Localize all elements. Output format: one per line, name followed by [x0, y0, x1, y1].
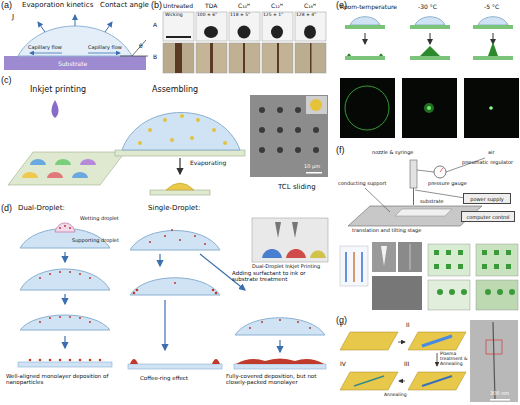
- figure-label: III: [404, 361, 409, 368]
- figure-label: conducting support: [338, 181, 387, 187]
- figure-label: pressure gauge: [428, 181, 467, 187]
- figure-label: -5 °C: [484, 4, 499, 11]
- figure-label: nozzle & syringe: [372, 150, 413, 156]
- panel-letter: (f): [336, 145, 345, 155]
- figure-label: I: [340, 322, 342, 329]
- figure-label: J: [12, 14, 14, 22]
- figure-label: Capillary flow: [88, 45, 122, 51]
- panel-letter: (a): [1, 0, 12, 10]
- figure-label: TDA: [205, 3, 217, 10]
- figure-label: Room-temperature: [340, 4, 397, 11]
- figure-label: -30 °C: [418, 4, 437, 11]
- figure-label: substrate: [420, 199, 444, 205]
- figure-label: Evaporation kinetics: [22, 2, 93, 10]
- device-box: power supply: [463, 193, 511, 204]
- figure-label: translation and tilting stage: [352, 228, 421, 234]
- figure-label: Substrate: [58, 61, 87, 68]
- figure-label: C₁₂ᴴ: [271, 3, 283, 10]
- figure-label: 10 μm: [304, 164, 320, 170]
- figure-label: Assembling: [152, 86, 198, 95]
- figure-label: Annealing: [384, 393, 407, 398]
- figure-label: II: [406, 322, 410, 329]
- figure-label: 118 ± 5°: [230, 13, 250, 18]
- figure-label: Wicking: [165, 13, 183, 18]
- figure-label: Coffee-ring effect: [140, 375, 188, 381]
- figure-label: Well-aligned monolayer deposition of nan…: [6, 373, 124, 385]
- figure-label: IV: [340, 361, 346, 368]
- figure-label: air: [488, 150, 495, 156]
- figure-label: C₁₀ᴴ: [238, 3, 250, 10]
- figure-label: Dual-Droplet Inkjet Printing: [252, 264, 320, 270]
- figure-label: Dual-Droplet:: [18, 205, 65, 213]
- figure-label: Adding surfactant to ink or substrate tr…: [232, 270, 324, 282]
- figure-label: 125 ± 1°: [263, 13, 283, 18]
- figure-label: 100 ± 6°: [197, 13, 217, 18]
- figure-panel: (b): [150, 0, 332, 75]
- panel-letter: (b): [151, 0, 162, 10]
- figure-label: B: [153, 54, 157, 61]
- figure-label: Evaporating: [190, 160, 226, 167]
- device-box: computer control: [461, 211, 515, 222]
- figure-label: Plasma treatment & Annealing: [440, 352, 470, 367]
- box-label: power supply: [470, 196, 504, 202]
- panel-letter: (c): [1, 75, 12, 85]
- panel-letter: (d): [1, 203, 12, 213]
- figure-label: pneumatic regulator: [462, 160, 513, 166]
- figure-label: Fully-covered deposition, but not closel…: [226, 373, 330, 385]
- figure-label: Single-Droplet:: [148, 205, 200, 213]
- figure-label: 128 ± 4°: [296, 13, 316, 18]
- figure-panel: (c): [0, 75, 332, 202]
- figure-label: C₁₈ᴴ: [304, 3, 316, 10]
- figure-label: Capillary flow: [28, 45, 62, 51]
- figure-label: Untreated: [163, 3, 193, 10]
- figure-label: Wetting droplet: [80, 216, 119, 222]
- figure-label: 300 nm: [490, 391, 509, 397]
- figure-label: Supporting droplet: [72, 238, 119, 244]
- figure-label: TCL sliding: [278, 184, 316, 192]
- figure-label: Inkjet printing: [30, 86, 86, 95]
- figure-label: θ: [139, 43, 143, 50]
- box-label: computer control: [466, 214, 509, 220]
- figure-label: Contact angle: [100, 2, 149, 10]
- figure-panel: (e): [335, 0, 520, 145]
- figure-label: A: [153, 22, 157, 29]
